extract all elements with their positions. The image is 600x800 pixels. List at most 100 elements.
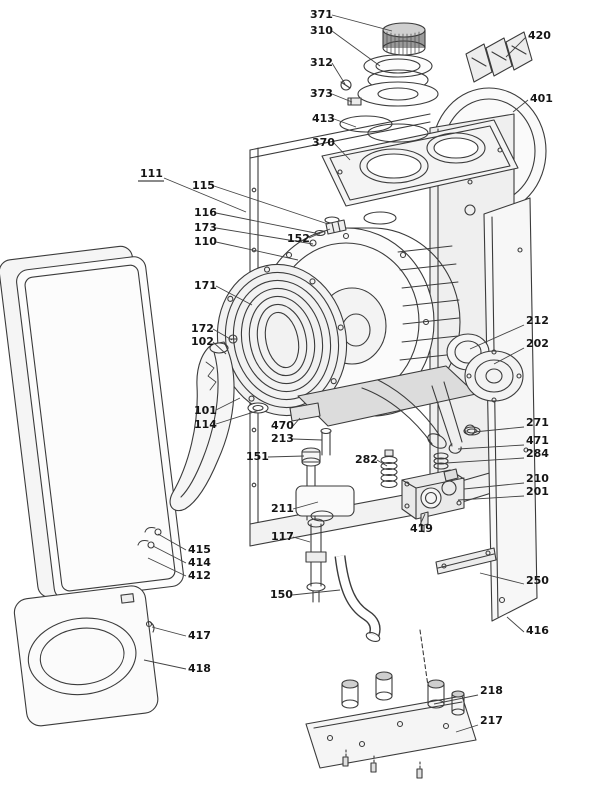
part-label-150: 150 <box>270 588 293 601</box>
leader-line-401 <box>512 99 529 113</box>
leader-line-412 <box>147 557 187 577</box>
leader-line-114 <box>215 409 261 425</box>
leader-line-471 <box>457 444 525 450</box>
part-label-312: 312 <box>310 56 333 69</box>
part-label-210: 210 <box>526 472 549 485</box>
leader-line-150 <box>291 589 341 596</box>
leader-line-271 <box>473 426 525 433</box>
bottom-front-panel <box>13 585 159 727</box>
part-label-370: 370 <box>312 136 335 149</box>
pipe-213 <box>320 427 332 456</box>
part-label-250: 250 <box>526 574 549 587</box>
part-label-282: 282 <box>355 453 378 466</box>
part-label-471: 471 <box>526 434 549 447</box>
pipe-150 <box>334 555 381 643</box>
mounting-brackets <box>465 31 533 83</box>
side-panel-right <box>483 197 538 622</box>
part-label-271: 271 <box>526 416 549 429</box>
manifold-bolts <box>342 749 423 779</box>
part-label-151: 151 <box>246 450 269 463</box>
leader-line-370 <box>333 142 351 161</box>
clip-471 <box>448 443 462 454</box>
manifold-stub-4 <box>451 690 465 716</box>
part-label-414: 414 <box>188 556 211 569</box>
part-label-420: 420 <box>528 29 551 42</box>
front-panels <box>0 245 184 600</box>
leader-line-470 <box>292 417 301 427</box>
manifold-stub-1 <box>341 679 359 709</box>
leader-line-418 <box>143 659 187 670</box>
leader-line-413 <box>333 118 357 128</box>
part-label-213: 213 <box>271 432 294 445</box>
part-label-212: 212 <box>526 314 549 327</box>
leader-line-250 <box>479 572 525 585</box>
leader-line-420 <box>505 36 527 58</box>
leader-line-217 <box>455 724 479 733</box>
part-label-419: 419 <box>410 522 433 535</box>
leader-line-312 <box>331 62 346 85</box>
leader-line-110 <box>215 241 299 261</box>
leader-line-202 <box>493 347 525 365</box>
part-label-413: 413 <box>312 112 335 125</box>
pipe-117 <box>305 518 327 603</box>
leader-line-218 <box>433 694 479 705</box>
leader-line-373 <box>331 93 353 103</box>
leader-line-152 <box>308 228 331 239</box>
part-label-115: 115 <box>192 179 215 192</box>
leader-line-210 <box>463 482 525 490</box>
leader-line-173 <box>215 227 314 245</box>
part-label-117: 117 <box>271 530 294 543</box>
leader-line-282 <box>376 459 388 467</box>
mounting-rail <box>435 547 497 575</box>
leader-line-284 <box>445 457 525 464</box>
flue-cap-ribs <box>386 31 420 56</box>
part-label-418: 418 <box>188 662 211 675</box>
bottom-panel-clip <box>145 620 155 633</box>
manifold-stub-3 <box>427 679 445 709</box>
part-label-211: 211 <box>271 502 294 515</box>
part-label-111: 111 <box>140 167 163 180</box>
part-label-310: 310 <box>310 24 333 37</box>
part-label-373: 373 <box>310 87 333 100</box>
part-label-416: 416 <box>526 624 549 637</box>
leader-line-172 <box>212 328 233 341</box>
top-panel <box>321 119 519 207</box>
part-label-217: 217 <box>480 714 503 727</box>
part-label-116: 116 <box>194 206 217 219</box>
flue-gaskets <box>339 115 429 143</box>
part-label-114: 114 <box>194 418 217 431</box>
venturi-pipe <box>361 379 447 449</box>
drum-top-fittings <box>309 216 347 247</box>
leader-line-212 <box>469 324 525 350</box>
leader-line-371 <box>331 14 393 32</box>
leader-line-414 <box>152 545 187 564</box>
panel-clips <box>137 526 162 549</box>
flue-collar <box>357 54 439 107</box>
part-label-171: 171 <box>194 279 217 292</box>
leader-line-213 <box>292 438 323 441</box>
leader-line-115 <box>213 185 329 225</box>
leader-line-211 <box>292 501 319 510</box>
bracket-470 <box>289 402 321 422</box>
flue-sensor <box>340 79 352 91</box>
leader-line-151 <box>267 455 305 458</box>
connection-manifold <box>305 629 477 779</box>
part-label-371: 371 <box>310 8 333 21</box>
part-label-415: 415 <box>188 543 211 556</box>
flue-cap <box>382 22 426 56</box>
part-label-201: 201 <box>526 485 549 498</box>
part-label-412: 412 <box>188 569 211 582</box>
part-label-218: 218 <box>480 684 503 697</box>
leader-line-117 <box>292 536 311 543</box>
leader-line-201 <box>457 495 525 501</box>
gas-valve <box>401 468 465 520</box>
part-label-202: 202 <box>526 337 549 350</box>
leader-line-171 <box>215 285 253 306</box>
part-label-172: 172 <box>191 322 214 335</box>
leader-line-111 <box>163 177 247 213</box>
part-label-173: 173 <box>194 221 217 234</box>
part-label-102: 102 <box>191 335 214 348</box>
